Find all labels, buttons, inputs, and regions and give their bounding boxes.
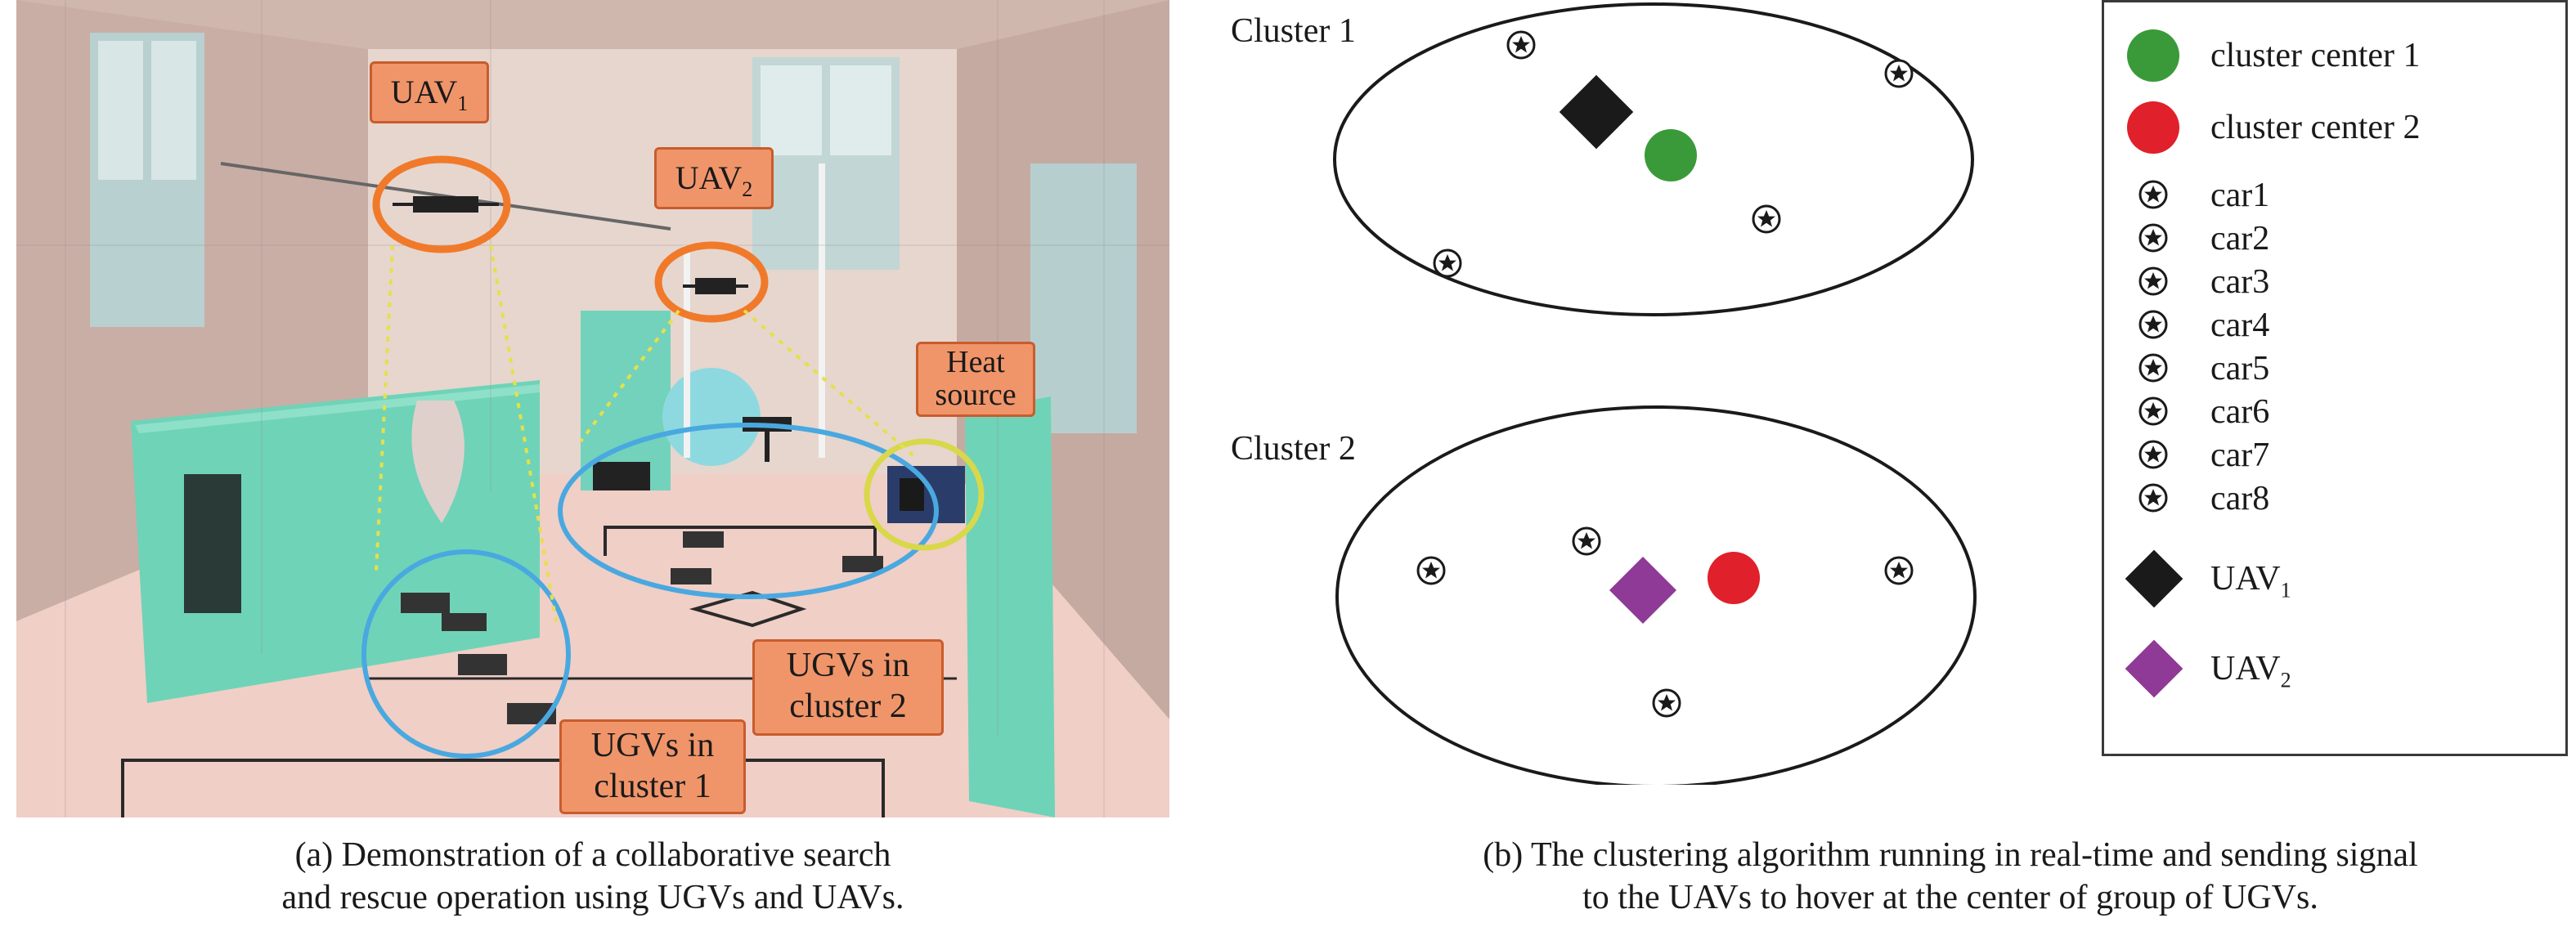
legend-car1-label: car1 (2210, 177, 2270, 214)
cluster2-car-icon (1884, 556, 1914, 585)
legend-car7-icon (2138, 440, 2168, 469)
heat-source-callout-line1: Heat (946, 345, 1005, 379)
caption-b: (b) The clustering algorithm running in … (1325, 834, 2576, 919)
caption-a: (a) Demonstration of a collaborative sea… (0, 834, 1186, 919)
cluster-center1-marker-icon (1645, 129, 1697, 181)
demo-photo (16, 0, 1169, 817)
legend: cluster center 1 cluster center 2 car1 c… (2102, 0, 2568, 756)
legend-car8-label: car8 (2210, 480, 2270, 517)
legend-center2-icon (2127, 101, 2179, 154)
legend-uav1-subscript: 1 (2280, 578, 2291, 602)
legend-car4-icon (2138, 310, 2168, 339)
legend-uav1-icon (2125, 549, 2183, 608)
legend-uav2-label: UAV2 (2210, 652, 2291, 691)
uav1-highlight-circle (372, 155, 511, 253)
cluster1-title: Cluster 1 (1231, 12, 1356, 50)
ugv-cluster1-callout: UGVs in cluster 1 (559, 719, 746, 814)
legend-car6-label: car6 (2210, 393, 2270, 431)
cluster-center2-marker-icon (1708, 552, 1760, 604)
legend-center2-label: cluster center 2 (2210, 109, 2421, 146)
cluster1-car-icon (1506, 30, 1536, 60)
caption-b-line1: (b) The clustering algorithm running in … (1483, 836, 2418, 874)
uav2-highlight-circle (654, 241, 769, 323)
ugv-cluster1-callout-line1: UGVs in (590, 727, 715, 764)
legend-car8-icon (2138, 483, 2168, 513)
ugv-cluster2-callout: UGVs in cluster 2 (752, 639, 944, 736)
legend-symbols (2125, 29, 2183, 698)
legend-center1-label: cluster center 1 (2210, 37, 2421, 74)
uav2-marker-icon (1609, 556, 1677, 625)
caption-a-line2: and rescue operation using UGVs and UAVs… (281, 879, 904, 916)
legend-uav2-icon (2125, 639, 2183, 698)
uav2-callout-subscript: 2 (742, 177, 753, 201)
uav1-callout-text: UAV (390, 74, 458, 110)
legend-uav1-text: UAV (2210, 560, 2281, 598)
legend-uav2-subscript: 2 (2280, 668, 2291, 692)
cluster1-car-icon (1752, 204, 1781, 234)
legend-car3-label: car3 (2210, 263, 2270, 301)
ugv-cluster2-circle (558, 423, 939, 599)
uav1-callout: UAV1 (370, 61, 489, 123)
legend-car4-label: car4 (2210, 307, 2270, 344)
legend-car2-label: car2 (2210, 220, 2270, 258)
cluster1-ellipse (1333, 2, 1974, 316)
legend-uav2-text: UAV (2210, 650, 2281, 687)
cluster2-car-icon (1416, 556, 1446, 585)
heat-source-circle (864, 438, 985, 551)
legend-car5-icon (2138, 353, 2168, 383)
cluster2-ellipse (1335, 405, 1977, 785)
ugv-cluster2-callout-line2: cluster 2 (789, 687, 907, 725)
ugv-cluster1-callout-line2: cluster 1 (594, 768, 711, 805)
heat-source-callout: Heat source (916, 342, 1035, 417)
caption-b-line2: to the UAVs to hover at the center of gr… (1582, 879, 2318, 916)
cluster-diagram (1333, 2, 1977, 785)
uav2-callout-text: UAV (675, 159, 743, 196)
ugv-cluster1-circle (361, 549, 571, 759)
legend-car1-icon (2138, 180, 2168, 209)
caption-a-line1: (a) Demonstration of a collaborative sea… (294, 836, 891, 874)
legend-uav1-label: UAV1 (2210, 562, 2291, 601)
uav2-callout: UAV2 (654, 147, 774, 209)
heat-source-callout-line2: source (935, 378, 1016, 412)
uav1-marker-icon (1559, 74, 1634, 150)
cluster1-car-icon (1884, 59, 1914, 88)
legend-car3-icon (2138, 266, 2168, 296)
legend-car7-label: car7 (2210, 437, 2270, 474)
legend-center1-icon (2127, 29, 2179, 82)
uav1-callout-subscript: 1 (457, 92, 469, 115)
legend-car6-icon (2138, 396, 2168, 426)
demo-photo-illustration (16, 0, 1169, 817)
legend-car2-icon (2138, 223, 2168, 253)
cluster1-car-icon (1433, 249, 1462, 278)
cluster2-car-icon (1652, 688, 1681, 718)
ugv-cluster2-callout-line1: UGVs in (786, 647, 910, 684)
cluster2-title: Cluster 2 (1231, 430, 1356, 468)
cluster2-car-icon (1572, 526, 1601, 556)
legend-car5-label: car5 (2210, 350, 2270, 387)
